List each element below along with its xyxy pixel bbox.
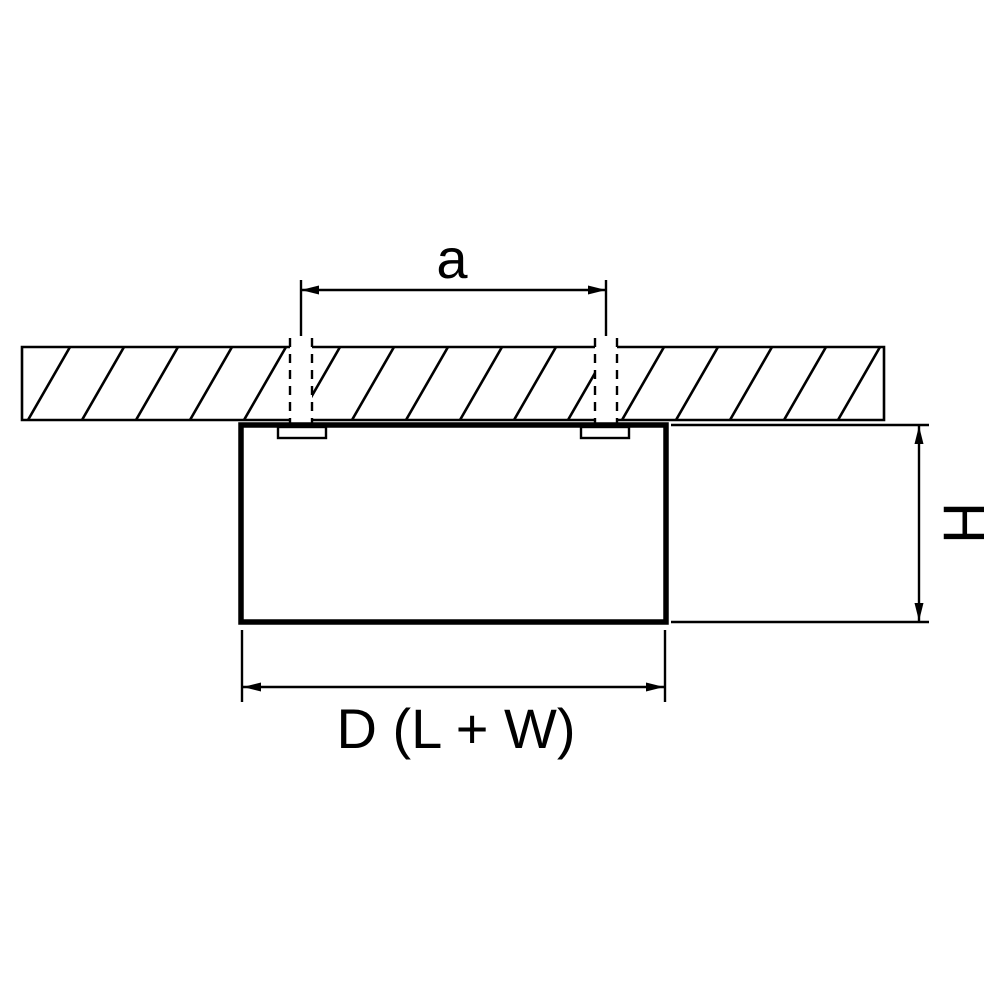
dimension-d xyxy=(240,630,667,702)
arrowhead-h-bottom xyxy=(914,603,924,621)
ceiling-segment-right xyxy=(617,347,884,420)
ceiling-segment-middle xyxy=(312,347,595,420)
arrowhead-d-right xyxy=(646,682,664,692)
fixture-housing xyxy=(238,422,669,625)
mount-clip-right xyxy=(579,425,631,440)
arrowhead-a-left xyxy=(301,285,319,295)
ceiling-panel xyxy=(20,345,886,422)
dimension-a xyxy=(299,280,608,336)
arrowhead-d-left xyxy=(243,682,261,692)
dim-h-label: H xyxy=(931,502,996,544)
arrowhead-h-top xyxy=(914,426,924,444)
ceiling-segment-left xyxy=(22,347,290,420)
mount-clip-left xyxy=(276,425,328,440)
arrowhead-a-right xyxy=(588,285,606,295)
dim-d-label: D (L + W) xyxy=(336,697,575,760)
fixture-body xyxy=(238,422,669,625)
ceiling-outline xyxy=(20,345,886,422)
dim-a-label: a xyxy=(436,227,468,290)
dimension-h xyxy=(671,423,929,624)
